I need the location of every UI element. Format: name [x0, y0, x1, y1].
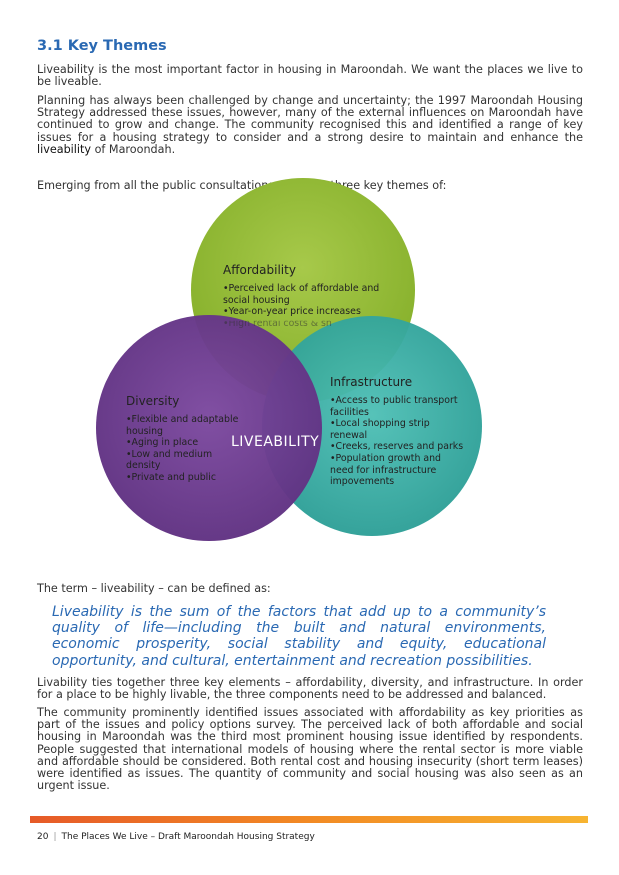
list-item: •Aging in place [126, 437, 199, 449]
affordability-list: •Perceived lack of affordable and social… [223, 283, 383, 329]
affordability-paragraph: The community prominently identified iss… [37, 706, 583, 793]
list-item: •Creeks, reserves and parks [330, 441, 464, 453]
infrastructure-circle [262, 316, 482, 536]
list-item: •Low and medium density [126, 448, 213, 472]
list-item: •Local shopping strip renewal [330, 418, 430, 441]
diversity-text: Diversity •Flexible and adaptable housin… [126, 394, 246, 484]
list-item: •Year-on-year price increases [223, 306, 361, 318]
section-heading: 3.1 Key Themes [37, 38, 167, 54]
list-item: •Access to public transport facilities [330, 395, 458, 418]
venn-diagram [96, 178, 482, 541]
list-item: •Perceived lack of affordable and social… [223, 283, 380, 306]
diversity-title: Diversity [126, 394, 180, 408]
affordability-title: Affordability [223, 263, 296, 277]
list-item: •Flexible and adaptable housing [126, 414, 239, 437]
infrastructure-title: Infrastructure [330, 375, 413, 389]
diversity-circle [96, 315, 322, 541]
planning-paragraph: Planning has always been challenged by c… [37, 94, 583, 156]
page-footer: 20 | The Places We Live – Draft Maroondah … [37, 832, 315, 842]
list-item: •Private and public [126, 471, 217, 483]
page-number: 20 [37, 832, 49, 842]
list-item: •High rental costs & sh [223, 317, 332, 329]
diversity-list: •Flexible and adaptable housing •Aging i… [126, 414, 246, 484]
liveability-quote: Liveability is the sum of the factors th… [52, 604, 546, 669]
definition-intro: The term – liveability – can be defined … [37, 582, 271, 595]
liveability-term: liveability [37, 142, 92, 156]
footer-separator: | [53, 832, 57, 842]
infrastructure-list: •Access to public transport facilities •… [330, 395, 465, 488]
document-title: The Places We Live – Draft Maroondah Hou… [61, 832, 315, 842]
livability-paragraph: Livability ties together three key eleme… [37, 676, 583, 702]
liveability-center-label: LIVEABILITY [231, 434, 320, 450]
footer-bar [30, 816, 588, 823]
affordability-text: Affordability •Perceived lack of afforda… [223, 263, 383, 329]
infrastructure-text: Infrastructure •Access to public transpo… [330, 375, 465, 488]
intro-paragraph: Liveability is the most important factor… [37, 63, 583, 89]
list-item: •Population growth and need for infrastr… [330, 452, 442, 488]
